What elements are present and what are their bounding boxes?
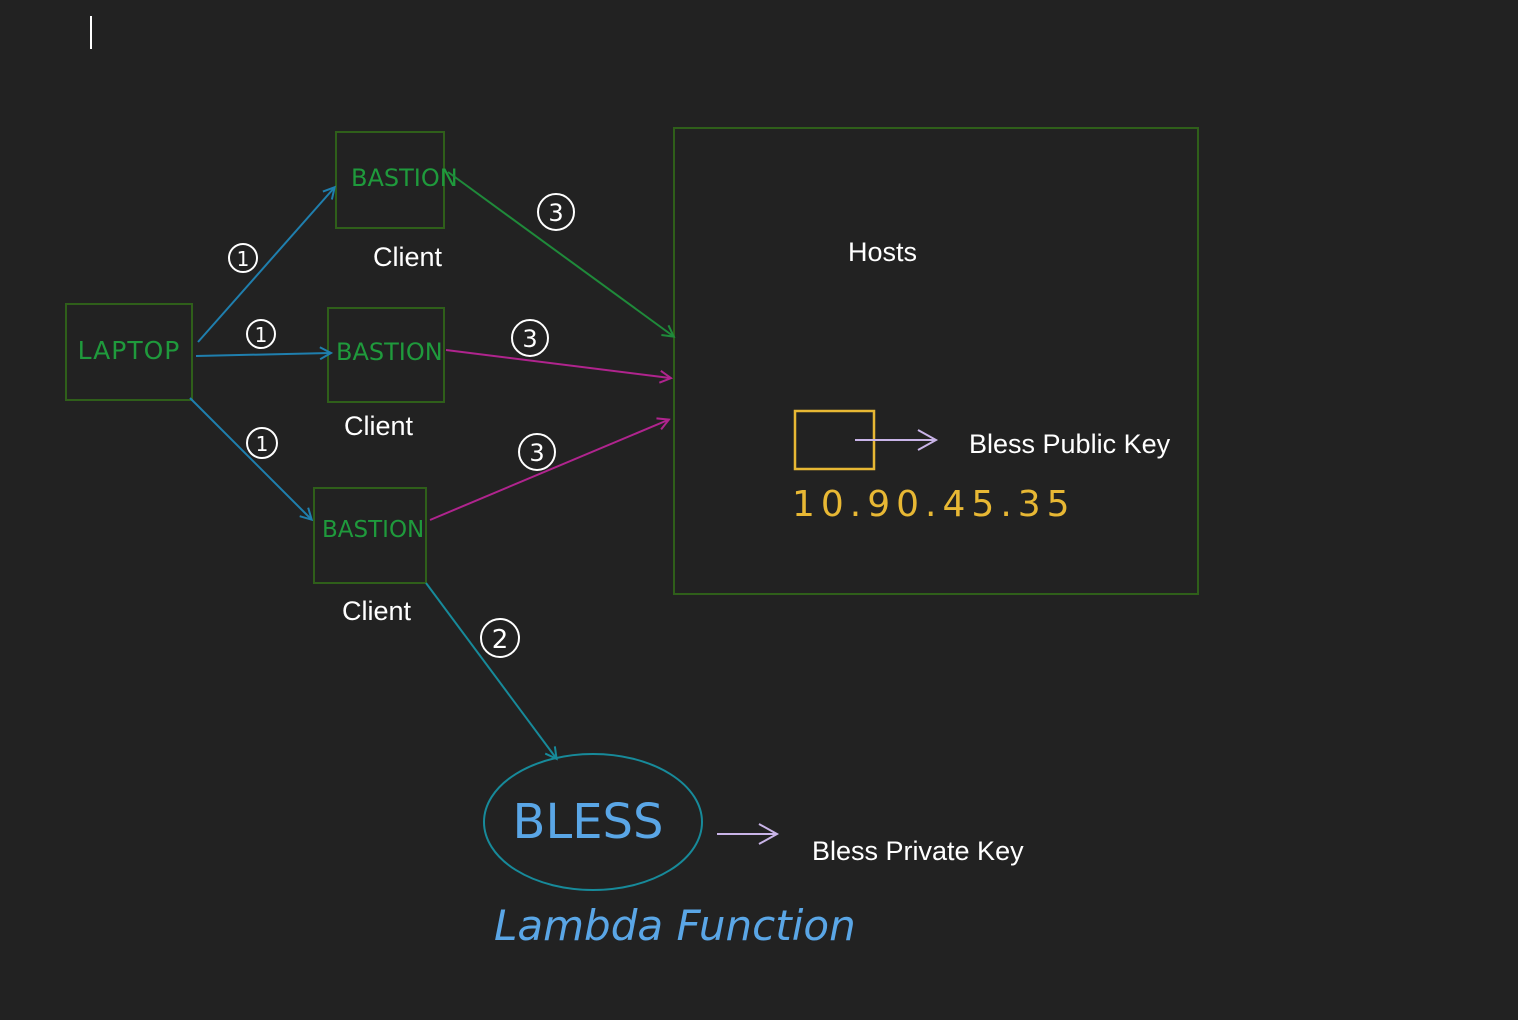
step-badge: 1 (246, 427, 278, 459)
step-badge: 1 (246, 319, 276, 349)
bastion-label: BASTION (351, 164, 458, 192)
public-key-label: Bless Public Key (969, 429, 1171, 459)
arrow-bastion-2-to-hosts (445, 349, 670, 378)
bastion-caption: Client (344, 411, 414, 441)
bastion-node-2: BASTION Client (327, 307, 445, 441)
svg-text:3: 3 (548, 199, 563, 227)
arrow-laptop-to-bastion-3 (189, 397, 311, 519)
laptop-label: LAPTOP (78, 336, 181, 365)
bastion-node-3: BASTION Client (313, 487, 427, 626)
arrow-bastion-3-to-hosts (429, 420, 668, 521)
arrow-laptop-to-bastion-1 (197, 188, 334, 343)
hosts-label: Hosts (848, 237, 917, 267)
bastion-node-1: BASTION Client (335, 131, 458, 272)
laptop-node: LAPTOP (65, 303, 193, 401)
step-badge: 3 (518, 433, 556, 471)
step-badge: 1 (228, 243, 258, 273)
bless-node: BLESS Bless Private Key Lambda Function (483, 753, 1024, 950)
arrow-bastion-3-to-bless (425, 582, 556, 758)
step-badge: 2 (480, 618, 520, 658)
lambda-function-label: Lambda Function (494, 901, 856, 950)
bless-label: BLESS (513, 794, 664, 850)
svg-text:1: 1 (237, 247, 250, 271)
flow-bastions-to-hosts (429, 171, 673, 521)
bastion-caption: Client (373, 242, 443, 272)
arrow-bastion-1-to-hosts (447, 171, 673, 336)
svg-text:3: 3 (522, 325, 537, 353)
step-badge: 3 (511, 319, 549, 357)
svg-text:2: 2 (492, 625, 509, 655)
hosts-box: Hosts (673, 127, 1199, 595)
text-cursor (90, 16, 92, 49)
flow-laptop-to-bastions (189, 188, 334, 519)
arrow-laptop-to-bastion-2 (195, 353, 330, 356)
host-public-key: Bless Public Key 10.90.45.35 (792, 409, 1171, 525)
bastion-label: BASTION (322, 517, 424, 543)
host-ip-label: 10.90.45.35 (792, 484, 1076, 525)
bastion-label: BASTION (336, 338, 443, 366)
bastion-caption: Client (342, 596, 412, 626)
svg-text:3: 3 (529, 439, 544, 467)
svg-text:1: 1 (256, 432, 269, 456)
step-badge: 3 (537, 193, 575, 231)
private-key-label: Bless Private Key (812, 836, 1024, 866)
svg-text:1: 1 (255, 323, 268, 347)
